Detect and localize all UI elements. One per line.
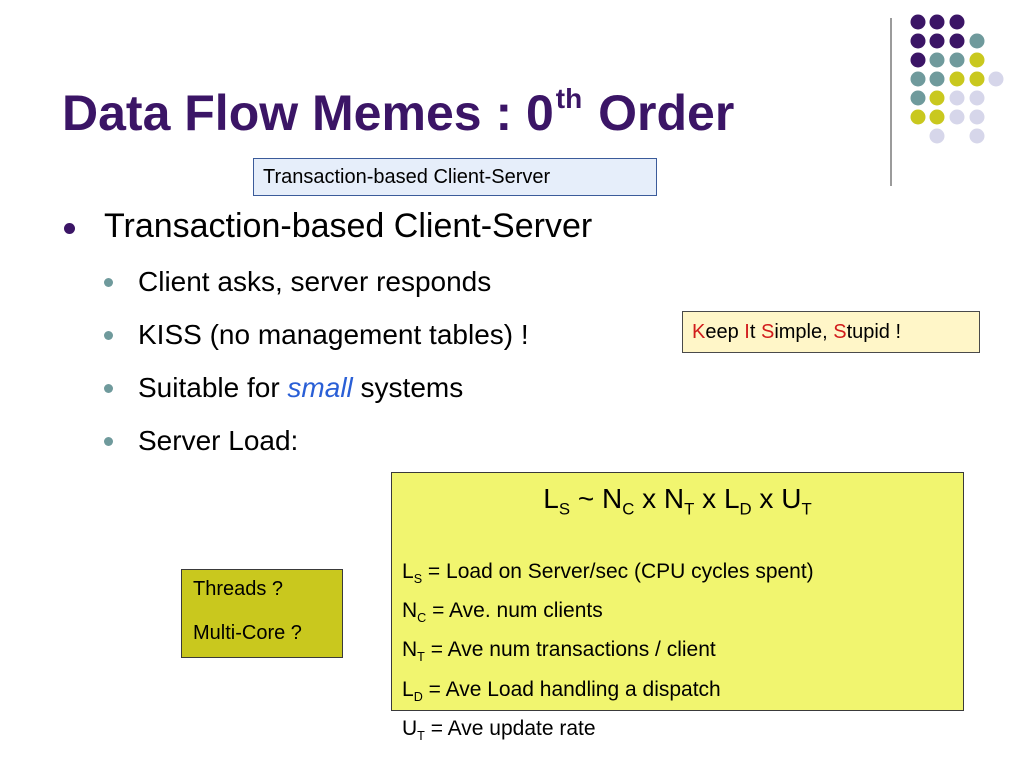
decor-dot	[969, 109, 985, 125]
sub-bullet-client-asks: Client asks, server responds	[104, 263, 491, 301]
decor-dot	[969, 128, 985, 144]
sub-bullet-suitable: Suitable for small systems	[104, 369, 463, 407]
decor-dot	[949, 14, 965, 30]
decor-dot	[969, 90, 985, 106]
sub-bullet-dot-icon	[104, 331, 113, 340]
bullet-dot-icon	[64, 223, 75, 234]
decor-dot	[949, 90, 965, 106]
decor-dot	[929, 52, 945, 68]
decor-dot	[929, 90, 945, 106]
sub-bullet-dot-icon	[104, 437, 113, 446]
decor-dot	[910, 52, 926, 68]
transaction-callout: Transaction-based Client-Server	[253, 158, 657, 196]
decor-dot	[949, 71, 965, 87]
definition-ld: LD = Ave Load handling a dispatch	[402, 677, 721, 704]
title-superscript: th	[555, 83, 583, 115]
threads-line: Threads ?	[193, 578, 284, 600]
main-bullet-text: Transaction-based Client-Server	[104, 207, 593, 245]
decor-dot	[949, 33, 965, 49]
decor-dot	[969, 52, 985, 68]
decor-dot	[929, 33, 945, 49]
threads-callout: Threads ? Multi-Core ?	[181, 569, 343, 658]
decor-dot	[949, 52, 965, 68]
decor-dot	[910, 14, 926, 30]
server-load-formula-box: LS ~ NC x NT x LD x UT LS = Load on Serv…	[391, 472, 964, 743]
kiss-callout: Keep It Simple, Stupid !	[682, 311, 980, 353]
emphasis-small: small	[287, 372, 353, 403]
definition-nc: NC = Ave. num clients	[402, 599, 603, 626]
decor-dot	[910, 109, 926, 125]
decor-dot	[929, 109, 945, 125]
decor-dot	[969, 33, 985, 49]
decor-dot	[929, 71, 945, 87]
formula-definitions: LS = Load on Server/sec (CPU cycles spen…	[402, 556, 814, 752]
sub-bullet-dot-icon	[104, 384, 113, 393]
main-bullet: Transaction-based Client-Server	[64, 204, 592, 248]
sub-bullet-kiss: KISS (no management tables) !	[104, 316, 529, 354]
definition-ls: LS = Load on Server/sec (CPU cycles spen…	[402, 560, 814, 587]
sub-bullet-dot-icon	[104, 278, 113, 287]
multicore-line: Multi-Core ?	[193, 622, 302, 644]
decor-dot	[929, 128, 945, 144]
decor-dot	[910, 90, 926, 106]
definition-ut: UT = Ave update rate	[402, 716, 596, 743]
decor-dot	[988, 71, 1004, 87]
decor-dot	[910, 71, 926, 87]
sub-bullet-server-load: Server Load:	[104, 422, 298, 460]
decor-dot	[969, 71, 985, 87]
dot-group	[910, 14, 1004, 144]
formula-equation: LS ~ NC x NT x LD x UT	[543, 483, 812, 519]
decor-dot	[949, 109, 965, 125]
definition-nt: NT = Ave num transactions / client	[402, 638, 716, 665]
decor-dot	[910, 33, 926, 49]
decor-dot	[929, 14, 945, 30]
slide-title: Data Flow Memes : 0th Order	[62, 83, 735, 141]
